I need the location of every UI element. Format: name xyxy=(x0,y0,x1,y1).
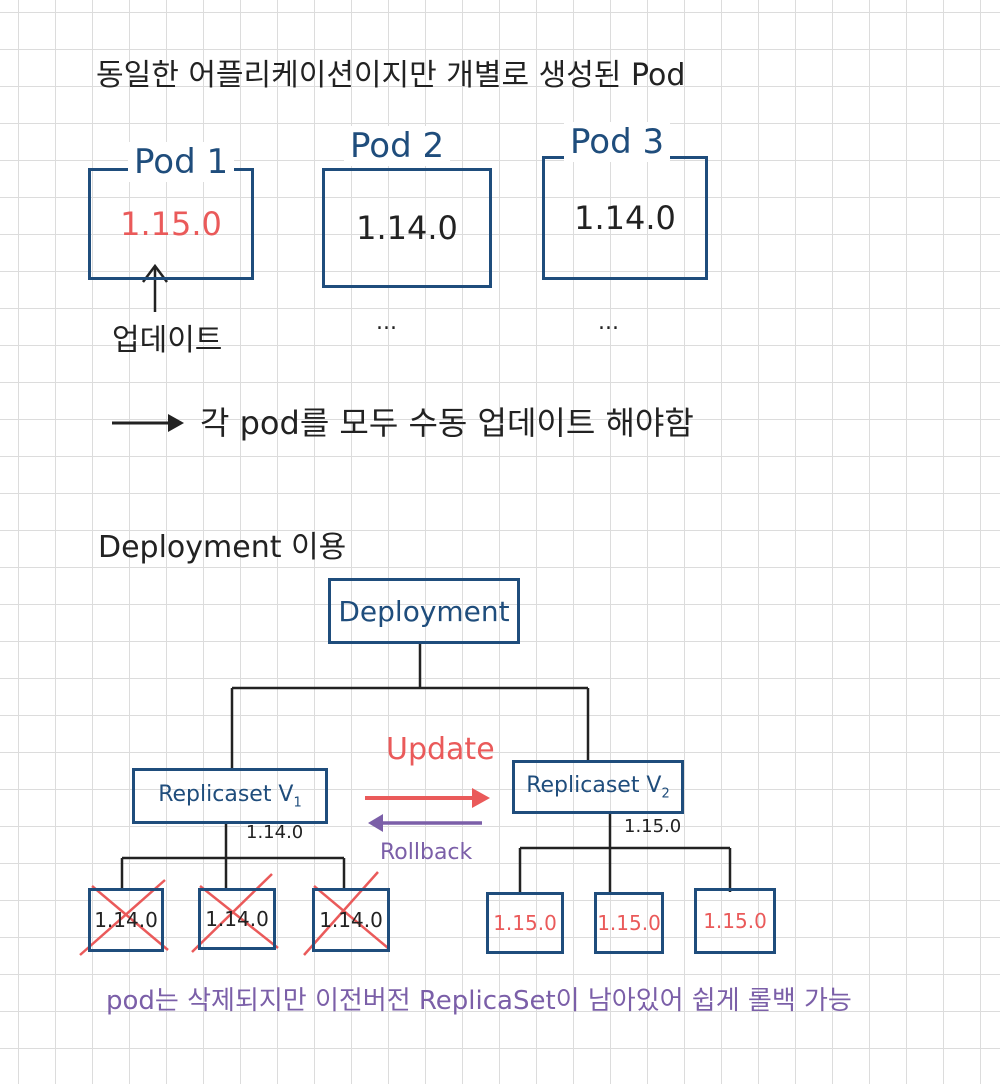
pod-2-ellipsis: ... xyxy=(376,310,397,335)
replicaset-v1-version: 1.14.0 xyxy=(246,822,304,843)
section2-heading: Deployment 이용 xyxy=(98,530,347,565)
update-arrow-up xyxy=(142,263,168,312)
pod-1-version: 1.15.0 xyxy=(120,205,222,243)
section1-heading: 동일한 어플리케이션이지만 개별로 생성된 Pod xyxy=(96,58,686,93)
conclusion-text: 각 pod를 모두 수동 업데이트 해야함 xyxy=(200,404,694,442)
replicaset-v2-box: Replicaset V2 xyxy=(512,760,684,814)
deployment-box: Deployment xyxy=(328,578,520,644)
replicaset-v2-label: Replicaset V2 xyxy=(526,772,670,802)
deleted-pod-strikes xyxy=(79,871,389,956)
old-pod-3-version: 1.14.0 xyxy=(319,908,383,932)
conclusion-arrow xyxy=(112,414,184,432)
old-pod-2: 1.14.0 xyxy=(198,888,276,950)
pod-3-version: 1.14.0 xyxy=(574,199,676,237)
deployment-label: Deployment xyxy=(338,594,510,628)
pod-3-box: 1.14.0 xyxy=(542,156,708,280)
new-pod-2: 1.15.0 xyxy=(594,892,664,954)
update-arrow xyxy=(365,788,490,808)
rollback-label: Rollback xyxy=(380,840,473,865)
pod-3-title: Pod 3 xyxy=(564,122,671,162)
new-pod-3: 1.15.0 xyxy=(694,888,776,954)
new-pod-2-version: 1.15.0 xyxy=(597,911,661,935)
pod-2-version: 1.14.0 xyxy=(356,209,458,247)
new-pod-3-version: 1.15.0 xyxy=(703,909,767,933)
new-pod-1-version: 1.15.0 xyxy=(493,911,557,935)
pod-3-ellipsis: ... xyxy=(598,310,619,335)
update-label-red: Update xyxy=(386,732,495,767)
rollback-arrow xyxy=(368,814,482,832)
pod-1-title: Pod 1 xyxy=(128,142,235,182)
replicaset-v1-box: Replicaset V1 xyxy=(132,768,328,824)
new-pod-1: 1.15.0 xyxy=(486,892,564,954)
replicaset-v1-label: Replicaset V1 xyxy=(158,781,302,811)
old-pod-3: 1.14.0 xyxy=(312,888,390,952)
pod-2-box: 1.14.0 xyxy=(322,168,492,288)
deployment-tree-lines xyxy=(120,643,732,892)
old-pod-1-version: 1.14.0 xyxy=(94,908,158,932)
old-pod-1: 1.14.0 xyxy=(88,888,164,952)
pod-1-box: 1.15.0 xyxy=(88,168,254,280)
pod-2-title: Pod 2 xyxy=(344,126,451,166)
old-pod-2-version: 1.14.0 xyxy=(205,907,269,931)
update-label: 업데이트 xyxy=(112,323,223,358)
replicaset-v2-version: 1.15.0 xyxy=(624,816,682,837)
rollback-note: pod는 삭제되지만 이전버전 ReplicaSet이 남아있어 쉽게 롤백 가… xyxy=(106,986,852,1016)
